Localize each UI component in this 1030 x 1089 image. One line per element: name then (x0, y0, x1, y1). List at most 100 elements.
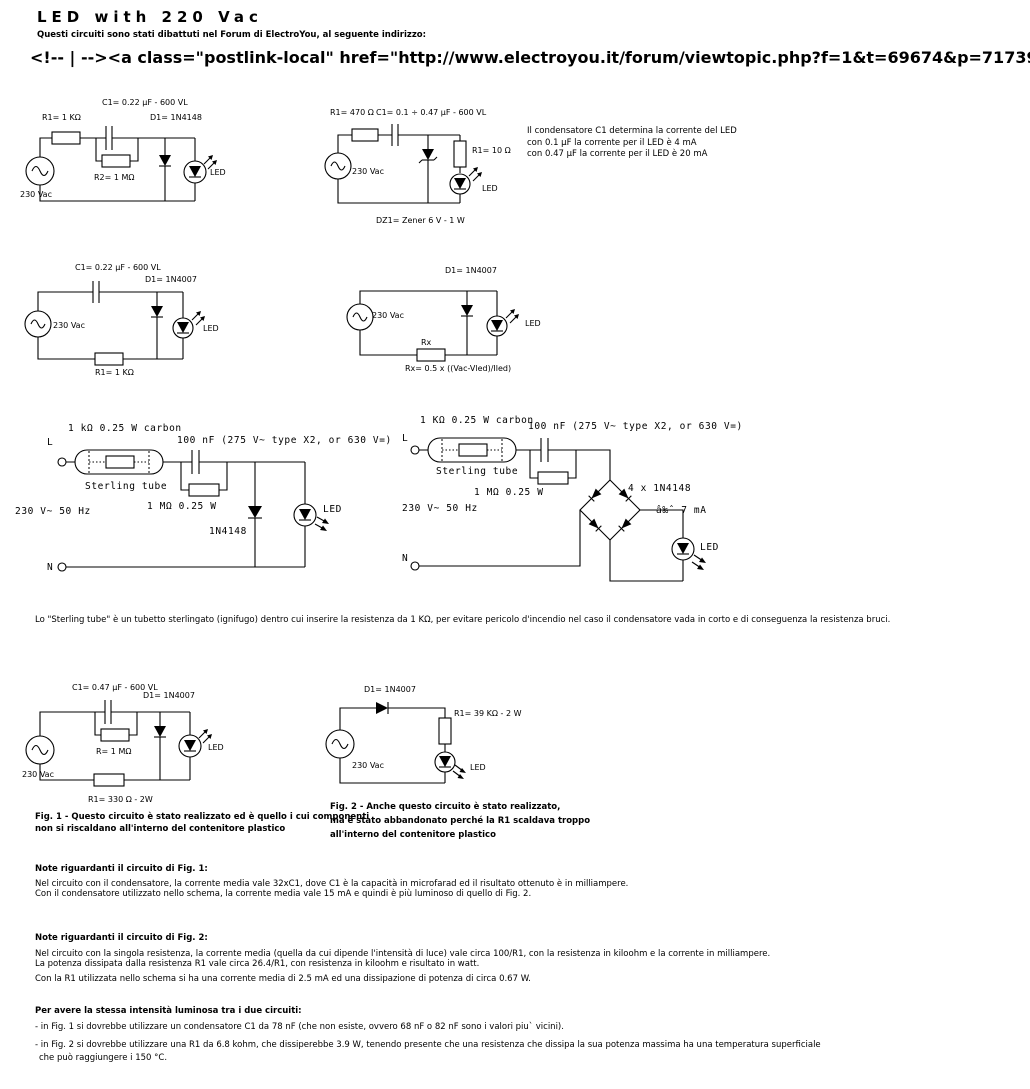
label-led: LED (203, 324, 219, 333)
label-r2: R2= 1 MΩ (94, 173, 135, 182)
label-c1: C1= 0.22 µF - 600 VL (75, 263, 161, 272)
notes-fig1-body: Nel circuito con il condensatore, la cor… (35, 879, 628, 899)
notes-fig2-heading: Note riguardanti il circuito di Fig. 2: (35, 933, 208, 943)
notes-fig2-body: Nel circuito con la singola resistenza, … (35, 949, 770, 984)
ac-source (25, 156, 55, 186)
diode-d1 (159, 155, 171, 167)
fig1-caption-line1: Fig. 1 - Questo circuito è stato realizz… (35, 812, 370, 822)
notes-luminosity-heading: Per avere la stessa intensità luminosa t… (35, 1006, 302, 1016)
fig1-caption-line2: non si riscaldano all'interno del conten… (35, 824, 286, 834)
notes-luminosity-body: - in Fig. 1 si dovrebbe utilizzare un co… (35, 1022, 821, 1063)
label-n: N (402, 553, 408, 564)
ac-source (24, 310, 52, 338)
diode-d1 (151, 306, 163, 318)
resistor-r1 (438, 717, 452, 745)
ac-source (346, 303, 374, 331)
notes-luminosity-line2: - in Fig. 2 si dovrebbe utilizzare una R… (35, 1040, 821, 1050)
capacitor-note-line3: con 0.47 µF la corrente per il LED è 20 … (527, 149, 708, 159)
circuit2-schematic: R1= 470 Ω C1= 0.1 ÷ 0.47 µF - 600 VL 230… (324, 108, 511, 225)
led-symbol (183, 155, 217, 184)
page-title: LED with 220 Vac (37, 8, 263, 26)
capacitor-c1 (104, 700, 112, 724)
label-source: 230 Vac (22, 770, 54, 779)
label-source: 230 Vac (352, 761, 384, 770)
notes-fig1-line1: Nel circuito con il condensatore, la cor… (35, 879, 629, 889)
label-d1: D1= 1N4007 (364, 685, 416, 694)
led-symbol (434, 751, 466, 779)
label-source: 230 Vac (53, 321, 85, 330)
label-sterling-tube: Sterling tube (85, 481, 167, 492)
wires (37, 291, 184, 360)
label-led: LED (482, 184, 498, 193)
fig1-caption: Fig. 1 - Questo circuito è stato realizz… (35, 811, 369, 835)
label-l: L (47, 437, 53, 448)
label-led: LED (470, 763, 486, 772)
label-source: 230 Vac (20, 190, 52, 199)
resistor-r2 (101, 154, 131, 168)
wires (337, 134, 461, 204)
label-n: N (47, 562, 53, 573)
notes-fig1-line2: Con il condensatore utilizzato nello sch… (35, 889, 532, 899)
fig2-caption-line3: all'interno del contenitore plastico (330, 830, 496, 840)
fig2-caption: Fig. 2 - Anche questo circuito è stato r… (330, 800, 590, 842)
label-bridge: 4 x 1N4148 (628, 483, 691, 494)
resistor-r (100, 728, 130, 742)
resistor-r1 (51, 131, 81, 145)
diode-1n4148 (248, 506, 262, 519)
fig2-caption-line1: Fig. 2 - Anche questo circuito è stato r… (330, 802, 561, 812)
fig2-caption-line2: ma è stato abbandonato perché la R1 scal… (330, 816, 591, 826)
wires (39, 711, 191, 781)
terminal-n (410, 561, 420, 571)
terminal-l (410, 445, 420, 455)
led-symbol (449, 167, 482, 195)
label-c1: C1= 0.47 µF - 600 VL (72, 683, 158, 692)
label-source: 230 Vac (352, 167, 384, 176)
label-rx: Rx (421, 338, 432, 347)
circuit4-schematic: D1= 1N4007 230 Vac Rx LED Rx= 0.5 x ((Va… (346, 266, 541, 373)
resistor-1meg (537, 471, 569, 485)
sterling-circuit2-schematic: 1 KΩ 0.25 W carbon L Sterling tube 100 n… (402, 415, 743, 582)
sterling-note: Lo "Sterling tube" è un tubetto sterling… (35, 615, 891, 625)
label-capacitor: 100 nF (275 V~ type X2, or 630 V=) (177, 435, 392, 446)
label-capacitor: 100 nF (275 V~ type X2, or 630 V=) (528, 421, 743, 432)
capacitor-c1 (391, 124, 399, 146)
wires (359, 290, 498, 356)
label-led: LED (525, 319, 541, 328)
label-c1: C1= 0.22 µF - 600 VL (102, 98, 188, 107)
led-symbol (486, 309, 519, 337)
capacitor (540, 438, 549, 462)
wires (66, 461, 306, 568)
label-d1: D1= 1N4007 (445, 266, 497, 275)
wires (339, 707, 446, 784)
notes-fig1-heading: Note riguardanti il circuito di Fig. 1: (35, 864, 208, 874)
wires (419, 449, 684, 582)
resistor-rx (416, 348, 446, 362)
capacitor-c1 (105, 126, 113, 150)
circuit1-schematic: R1= 1 KΩ C1= 0.22 µF - 600 VL D1= 1N4148… (20, 98, 226, 202)
label-r: R= 1 MΩ (96, 747, 131, 756)
notes-luminosity-line1: - in Fig. 1 si dovrebbe utilizzare un co… (35, 1022, 564, 1032)
sterling-tube (74, 449, 164, 475)
label-resistor: 1 kΩ 0.25 W carbon (68, 423, 182, 434)
zener-dz1 (418, 149, 438, 164)
label-r1: R1= 1 KΩ (42, 113, 81, 122)
label-resistor: 1 KΩ 0.25 W carbon (420, 415, 534, 426)
label-r1: R1= 1 KΩ (95, 368, 134, 377)
resistor-r1 (94, 352, 124, 366)
label-r2: R1= 10 Ω (472, 146, 511, 155)
resistor-1meg (188, 483, 220, 497)
circuit3-schematic: C1= 0.22 µF - 600 VL D1= 1N4007 230 Vac … (24, 263, 219, 377)
capacitor-c1 (92, 281, 100, 303)
capacitor-note: Il condensatore C1 determina la corrente… (527, 126, 737, 161)
label-r1: R1= 330 Ω - 2W (88, 795, 153, 804)
label-diode: 1N4148 (209, 526, 247, 537)
label-1meg: 1 MΩ 0.25 W (147, 501, 217, 512)
label-sterling-tube: Sterling tube (436, 466, 518, 477)
resistor-r1 (351, 128, 379, 142)
label-r1: R1= 470 Ω (330, 108, 374, 117)
fig1-schematic: C1= 0.47 µF - 600 VL D1= 1N4007 R= 1 MΩ … (22, 683, 224, 804)
terminal-l (57, 457, 67, 467)
label-d1: D1= 1N4148 (150, 113, 202, 122)
resistor-r1 (93, 773, 125, 787)
